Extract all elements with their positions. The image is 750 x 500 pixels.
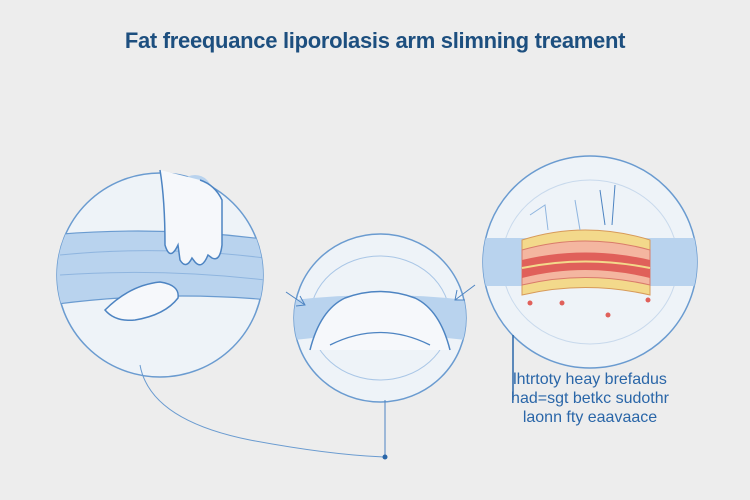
left-arm-panel — [56, 169, 386, 458]
arrow-icon — [454, 284, 476, 301]
hand-icon — [159, 169, 223, 266]
lower-hand-icon — [103, 281, 179, 322]
caption-line: lhtrtoty heay brefadus — [513, 371, 667, 388]
marker-dot — [382, 454, 388, 460]
caption-line: laonn fty eaavaace — [522, 409, 658, 426]
tissue-caption: lhtrtoty heay brefadus had=sgt betkc sud… — [500, 370, 680, 427]
middle-panel — [285, 233, 476, 460]
right-tissue-panel — [482, 155, 698, 400]
arrow-icon — [285, 291, 306, 307]
page-title: Fat freequance liporolasis arm slimning … — [124, 28, 626, 53]
caption-line: had=sgt betkc sudothr — [511, 390, 669, 407]
